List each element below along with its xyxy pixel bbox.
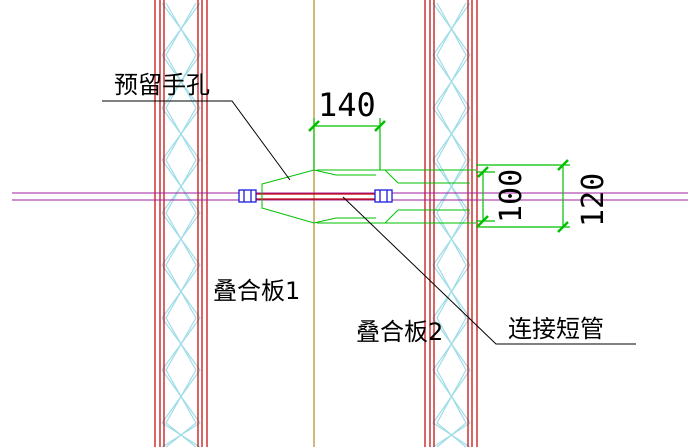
through-pipe-lines [12,192,688,201]
right-truss-bracing [432,2,471,447]
label-slab-1: 叠合板1 [213,277,300,305]
label-hand-hole: 预留手孔 [114,71,210,99]
pipe-clamp-right [374,189,393,203]
dimension-height-outer-label: 120 [576,173,611,227]
hand-hole-outline [261,169,476,224]
leader-hand-hole [102,100,291,181]
dimension-height-inner-label: 100 [494,169,529,223]
leader-short-pipe [342,196,636,345]
left-truss-chords [154,0,208,447]
dimension-height-outer [476,159,570,233]
label-slab-2: 叠合板2 [356,318,443,346]
label-short-pipe: 连接短管 [508,315,604,343]
left-truss-bracing [161,2,201,447]
pipe-clamp-left [238,189,257,203]
dimension-height-inner [476,166,495,227]
dimension-width [308,118,386,170]
left-lattice-truss [154,0,208,447]
connecting-short-pipe [248,193,385,200]
dimension-width-label: 140 [318,86,376,124]
